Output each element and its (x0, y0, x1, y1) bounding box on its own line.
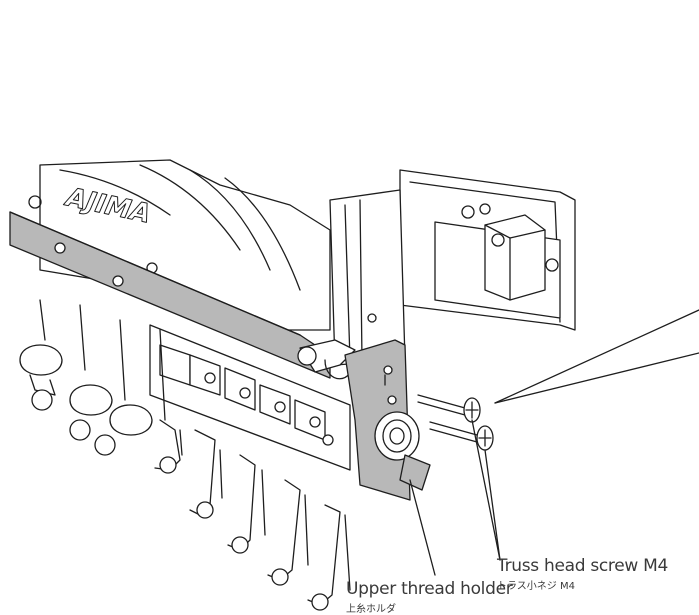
thread-guide-bracket (297, 339, 356, 380)
tension-box (399, 169, 576, 331)
callout-truss-head-screw-jp: トラス小ネジ M4 (497, 581, 575, 592)
take-up-levers (19, 299, 166, 456)
presser-feet (154, 419, 351, 611)
needle-bar-row (149, 324, 351, 471)
callout-upper-thread-holder: Upper thread holder 上糸ホルダ (346, 579, 513, 615)
callout-upper-thread-holder-jp: 上糸ホルダ (346, 604, 396, 615)
callout-truss-head-screw: Truss head screw M4 トラス小ネジ M4 (497, 556, 668, 592)
callout-truss-head-screw-en: Truss head screw M4 (497, 556, 668, 576)
callout-upper-thread-holder-en: Upper thread holder (346, 579, 513, 599)
upper-thread-holder (374, 411, 431, 491)
callout-leaders (409, 309, 699, 576)
vertical-frame (329, 189, 406, 366)
machine-head-cover: AJIMA (28, 159, 331, 336)
truss-head-screws (417, 394, 494, 451)
